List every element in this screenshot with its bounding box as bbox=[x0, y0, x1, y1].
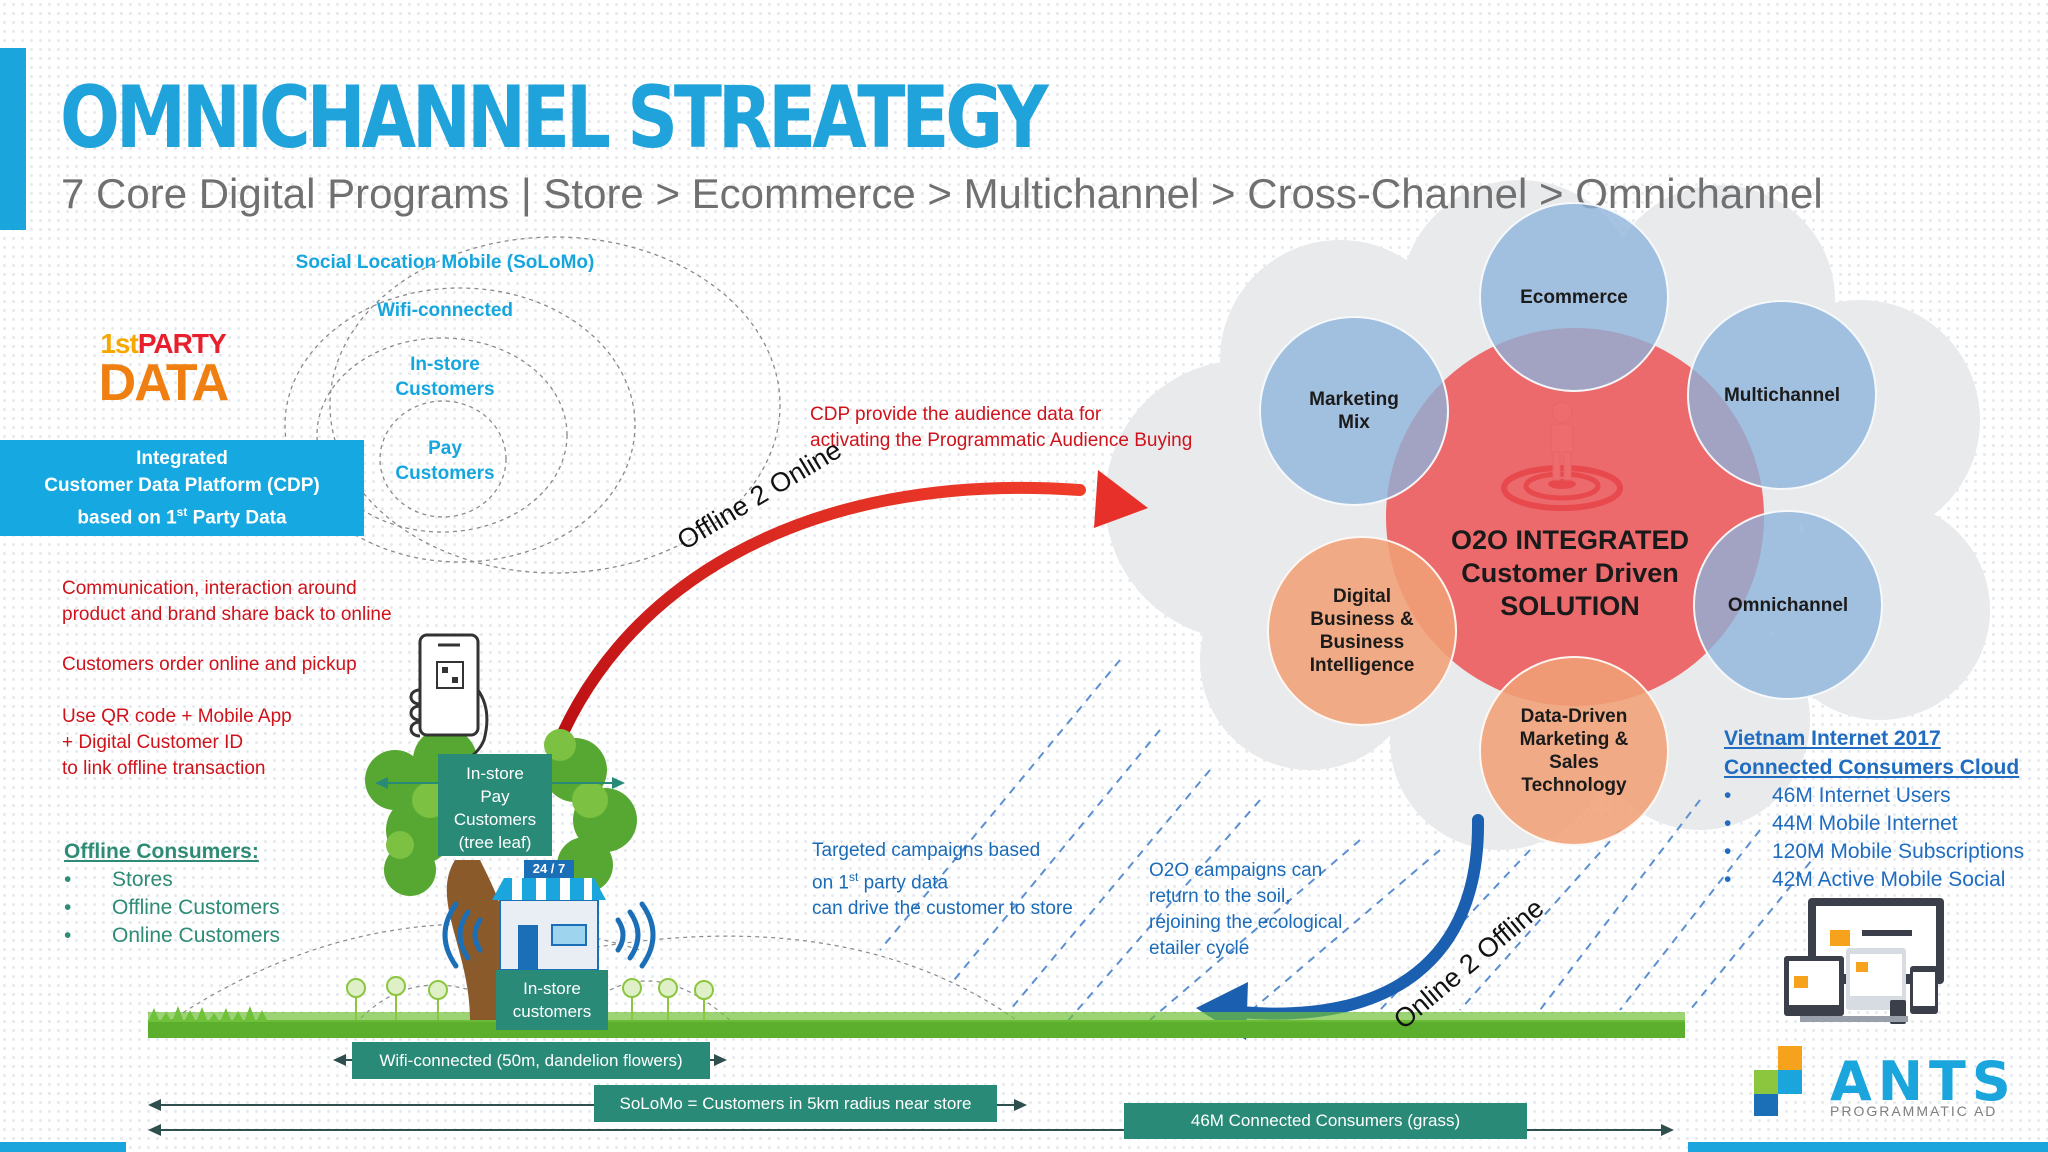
store-customers-label: In-store customers bbox=[496, 970, 608, 1030]
page-subtitle: 7 Core Digital Programs | Store > Ecomme… bbox=[61, 170, 1823, 217]
offline-consumers-list: •Stores •Offline Customers •Online Custo… bbox=[64, 866, 280, 950]
ring-pay bbox=[379, 400, 507, 518]
list-item: •46M Internet Users bbox=[1724, 784, 1951, 807]
o2o-campaigns-note: O2O campaigns can return to the soil, re… bbox=[1149, 860, 1343, 959]
bottom-bar-left bbox=[0, 1142, 126, 1152]
ring-solomo bbox=[329, 236, 781, 574]
ants-logo-word: ANTS bbox=[1830, 1050, 2017, 1113]
list-item: •42M Active Mobile Social bbox=[1724, 868, 2006, 891]
center-title: O2O INTEGRATED Customer Driven SOLUTION bbox=[1450, 525, 1690, 621]
offline-consumers-title: Offline Consumers: bbox=[64, 840, 259, 863]
party-logo-1st: 1st bbox=[100, 328, 138, 359]
ring-label-instore: In-store Customers bbox=[345, 352, 545, 402]
ants-logo: ANTS PROGRAMMATIC AD bbox=[1830, 1050, 2017, 1119]
cdp-box: Integrated Customer Data Platform (CDP) … bbox=[0, 440, 364, 536]
page-title: OMNICHANNEL STREATEGY bbox=[60, 68, 1049, 168]
ring-label-solomo: Social Location Mobile (SoLoMo) bbox=[295, 252, 595, 273]
accent-bar bbox=[0, 48, 26, 230]
list-item: •44M Mobile Internet bbox=[1724, 812, 1958, 835]
solomo-range-label: SoLoMo = Customers in 5km radius near st… bbox=[594, 1085, 997, 1122]
cdp-line1: Integrated bbox=[136, 447, 228, 469]
devices-illustration bbox=[1784, 898, 1944, 1024]
ring-wifi bbox=[284, 287, 636, 563]
ring-label-pay-l2: Customers bbox=[395, 463, 495, 484]
dandelion-flowers bbox=[346, 976, 714, 1020]
circle-multichannel: Multichannel bbox=[1687, 300, 1877, 490]
ring-label-wifi: Wifi-connected bbox=[377, 300, 513, 321]
offline2online-arrowhead bbox=[1094, 470, 1148, 528]
note-order-online: Customers order online and pickup bbox=[62, 654, 357, 675]
list-item: •Offline Customers bbox=[64, 896, 280, 919]
store-sign: 24 / 7 bbox=[532, 861, 566, 876]
ring-label-instore-l1: In-store bbox=[410, 354, 480, 375]
party-logo-party: PARTY bbox=[137, 328, 227, 359]
note-communication: Communication, interaction around produc… bbox=[62, 578, 392, 625]
ring-label-pay: Pay Customers bbox=[345, 436, 545, 486]
wifi-range-label: Wifi-connected (50m, dandelion flowers) bbox=[352, 1042, 710, 1079]
cdp-line2: Customer Data Platform (CDP) bbox=[44, 474, 320, 496]
list-item: •120M Mobile Subscriptions bbox=[1724, 840, 2025, 863]
wifi-waves bbox=[442, 901, 656, 969]
offline2online-arrow bbox=[542, 481, 1086, 776]
grass-consumers-label: 46M Connected Consumers (grass) bbox=[1124, 1103, 1527, 1139]
stats-title: Vietnam Internet 2017 Connected Consumer… bbox=[1724, 727, 2020, 779]
ants-logo-sub: PROGRAMMATIC AD bbox=[1830, 1103, 1998, 1119]
cdp-line3: based on 1st Party Data bbox=[77, 504, 287, 529]
ring-label-instore-l2: Customers bbox=[395, 379, 495, 400]
circle-omnichannel: Omnichannel bbox=[1693, 510, 1883, 700]
tree-leaf-label: In-store Pay Customers (tree leaf) bbox=[438, 754, 552, 856]
list-item: •Online Customers bbox=[64, 924, 281, 947]
store-illustration bbox=[492, 860, 606, 971]
ants-logo-mark bbox=[1754, 1046, 1802, 1116]
circle-ecommerce: Ecommerce bbox=[1479, 202, 1669, 392]
list-item: •Stores bbox=[64, 868, 173, 891]
bottom-bar-right bbox=[1688, 1142, 2048, 1152]
cdp-audience-note: CDP provide the audience data for activa… bbox=[810, 404, 1193, 451]
ring-instore bbox=[316, 337, 568, 533]
note-qr-code: Use QR code + Mobile App + Digital Custo… bbox=[62, 706, 292, 779]
first-party-data-logo: 1stPARTY DATA bbox=[88, 328, 238, 412]
targeted-campaigns-note: Targeted campaigns based on 1st party da… bbox=[812, 840, 1073, 920]
party-logo-data: DATA bbox=[98, 354, 230, 412]
stats-list: •46M Internet Users •44M Mobile Internet… bbox=[1724, 782, 2024, 894]
ring-label-pay-l1: Pay bbox=[428, 438, 462, 459]
